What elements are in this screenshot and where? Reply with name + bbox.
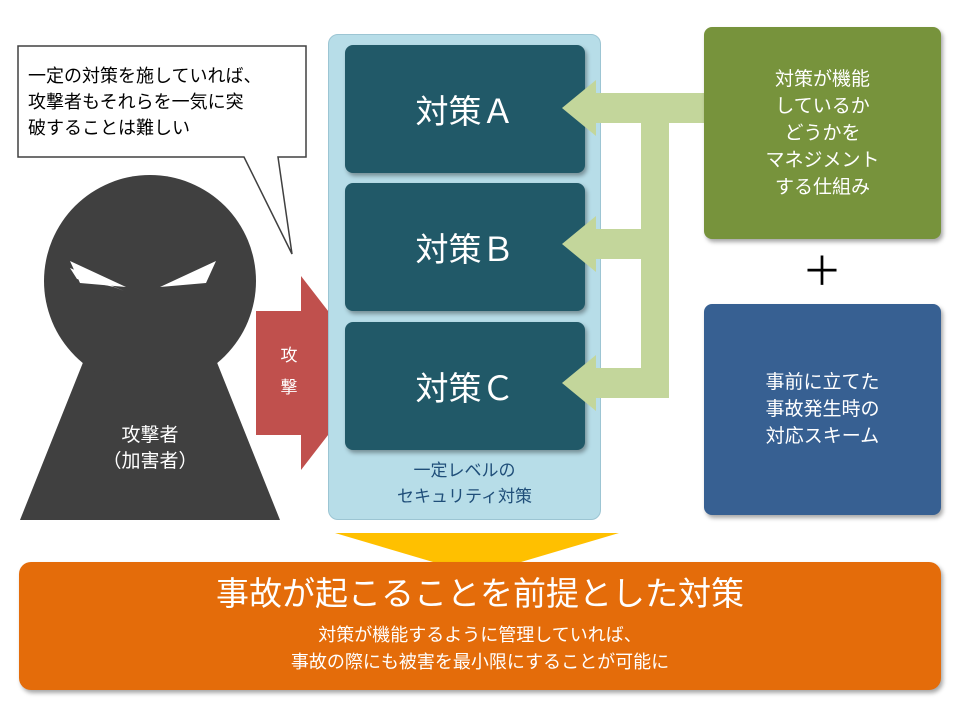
panel-caption: 一定レベルの セキュリティ対策 — [397, 461, 532, 507]
measure-label-b: 対策Ｂ — [415, 230, 515, 269]
speech-bubble — [17, 45, 307, 255]
measure-box-c: 対策Ｃ — [345, 322, 585, 450]
response-scheme-box: 事前に立てた 事故発生時の 対応スキーム — [704, 304, 941, 515]
management-mechanism-text: 対策が機能 しているか どうかを マネジメント する仕組み — [765, 67, 880, 198]
conclusion-title: 事故が起こることを前提とした対策 — [216, 574, 744, 613]
response-scheme-text: 事前に立てた 事故発生時の 対応スキーム — [765, 371, 880, 447]
attacker-label: 攻撃者 （加害者） — [102, 424, 198, 472]
management-mechanism-box: 対策が機能 しているか どうかを マネジメント する仕組み — [704, 27, 941, 239]
plus-sign: ＋ — [802, 249, 842, 295]
attacker-head — [44, 175, 256, 387]
speech-bubble-text: 一定の対策を施していれば、 攻撃者もそれらを一気に突 破することは難しい — [28, 66, 262, 139]
measure-box-a: 対策Ａ — [345, 45, 585, 173]
attacker-figure — [20, 175, 280, 520]
measure-label-a: 対策Ａ — [415, 92, 515, 131]
attacker-left-eye-fill — [70, 261, 126, 287]
management-connector-arrows — [562, 80, 706, 411]
attack-arrow-label: 攻 撃 — [280, 346, 298, 398]
measure-label-c: 対策Ｃ — [415, 369, 515, 408]
measure-box-b: 対策Ｂ — [345, 183, 585, 311]
attacker-right-eye-fill — [160, 261, 216, 287]
down-arrow — [335, 533, 619, 575]
conclusion-banner: 事故が起こることを前提とした対策 対策が機能するように管理していれば、 事故の際… — [19, 562, 941, 690]
attack-arrow — [256, 276, 376, 470]
attacker-body — [20, 325, 280, 520]
conclusion-subtitle: 対策が機能するように管理していれば、 事故の際にも被害を最小限にすることが可能に — [290, 625, 670, 673]
